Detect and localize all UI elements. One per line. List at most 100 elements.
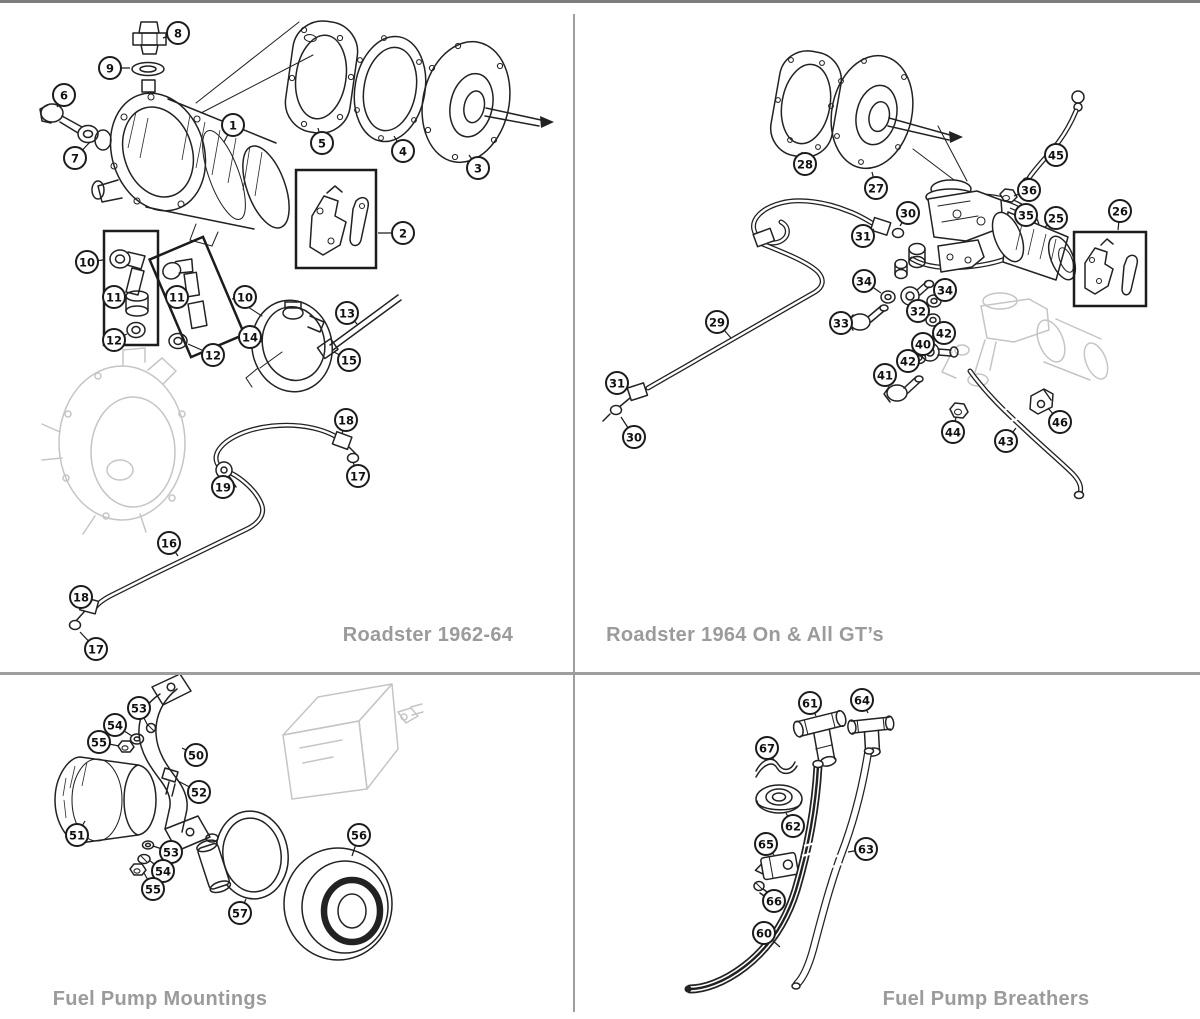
section-label-fuel-pump-breathers: Fuel Pump Breathers — [882, 988, 1090, 1010]
callout-number: 42 — [900, 355, 916, 369]
callout-balloon — [221, 113, 245, 137]
q1-alignment-line-1 — [195, 21, 300, 104]
q3-bolt-52-drawing — [161, 767, 179, 797]
callout-balloon — [238, 325, 262, 349]
callout-29: 29 — [705, 310, 732, 339]
callout-60: 60 — [752, 921, 781, 948]
q1-bracket-box-2-drawing — [294, 168, 378, 270]
q4-grommet-62-drawing — [755, 784, 803, 814]
callout-balloon — [605, 371, 629, 395]
callout-19: 19 — [211, 475, 235, 499]
callout-balloon — [184, 743, 208, 767]
horizontal-divider — [0, 672, 1200, 675]
vertical-divider — [573, 14, 575, 1012]
callout-balloon — [211, 475, 235, 499]
callout-balloon — [201, 343, 225, 367]
callout-balloon — [994, 429, 1018, 453]
callout-number: 45 — [1048, 149, 1064, 163]
callout-balloon — [850, 688, 874, 712]
callout-balloon — [1014, 203, 1038, 227]
callout-number: 54 — [107, 719, 123, 733]
callout-balloon — [87, 730, 111, 754]
callout-balloon — [854, 837, 878, 861]
callout-balloon — [1108, 199, 1132, 223]
callout-balloon — [103, 713, 127, 737]
callout-64: 64 — [850, 688, 874, 714]
callout-56: 56 — [347, 823, 371, 857]
callout-8: 8 — [162, 21, 190, 45]
callout-number: 1 — [229, 119, 237, 133]
callout-number: 42 — [936, 327, 952, 341]
callout-number: 31 — [855, 230, 871, 244]
callout-number: 13 — [339, 307, 355, 321]
q2-fuel-pump-1964-drawing — [894, 179, 1077, 281]
q4-breather-hose-63-drawing — [791, 747, 875, 990]
callout-number: 57 — [232, 907, 248, 921]
callout-balloon — [1048, 410, 1072, 434]
callout-63: 63 — [847, 837, 878, 861]
callout-balloon — [781, 814, 805, 838]
callout-65: 65 — [754, 832, 778, 856]
callout-number: 41 — [877, 369, 893, 383]
callout-balloon — [187, 780, 211, 804]
q4-clip-67-drawing — [755, 758, 798, 778]
callout-13: 13 — [335, 301, 359, 326]
callout-balloon — [347, 823, 371, 847]
callout-34: 34 — [852, 269, 882, 294]
callout-9: 9 — [98, 56, 130, 80]
callout-balloon — [52, 83, 76, 107]
callout-number: 36 — [1021, 184, 1037, 198]
callout-number: 53 — [163, 846, 179, 860]
q1-fittings-box-b-drawing — [147, 235, 247, 359]
callout-25: 25 — [1044, 206, 1068, 230]
callout-66: 66 — [762, 889, 786, 913]
q1-inlet-union-drawing — [39, 103, 112, 151]
callout-54: 54 — [148, 859, 175, 883]
callout-number: 5 — [318, 137, 326, 151]
callout-number: 7 — [71, 152, 79, 166]
callout-balloon — [852, 269, 876, 293]
callout-number: 50 — [188, 749, 204, 763]
callout-43: 43 — [994, 427, 1018, 453]
callout-balloon — [166, 21, 190, 45]
section-label-roadster-1964-on: Roadster 1964 On & All GT’s — [606, 624, 884, 646]
callout-15: 15 — [333, 348, 361, 372]
q2-flange-27-drawing — [830, 54, 968, 187]
callout-46: 46 — [1047, 407, 1072, 434]
callout-number: 11 — [106, 291, 122, 305]
callout-4: 4 — [391, 135, 415, 163]
callout-number: 60 — [756, 927, 772, 941]
callout-3: 3 — [466, 154, 490, 180]
callout-number: 17 — [88, 643, 104, 657]
callout-balloon — [851, 224, 875, 248]
callout-42: 42 — [896, 349, 920, 373]
callout-28: 28 — [793, 151, 817, 176]
callout-14: 14 — [238, 325, 263, 349]
callout-number: 29 — [709, 316, 725, 330]
q1-gasket-5-drawing — [284, 20, 359, 134]
callout-27: 27 — [864, 171, 888, 200]
callout-42: 42 — [932, 321, 956, 345]
section-label-fuel-pump-mountings: Fuel Pump Mountings — [52, 988, 268, 1010]
callout-45: 45 — [1044, 143, 1068, 167]
callout-number: 61 — [802, 697, 818, 711]
q1-alignment-line-2 — [200, 54, 314, 114]
callout-balloon — [941, 420, 965, 444]
callout-balloon — [466, 156, 490, 180]
callout-balloon — [829, 311, 853, 335]
callout-number: 35 — [1018, 209, 1034, 223]
callout-number: 11 — [169, 291, 185, 305]
callout-number: 26 — [1112, 205, 1128, 219]
callout-number: 16 — [161, 537, 177, 551]
callout-balloon — [932, 321, 956, 345]
callout-62: 62 — [781, 812, 805, 838]
callout-number: 52 — [191, 786, 207, 800]
callout-number: 65 — [758, 838, 774, 852]
callout-number: 12 — [205, 349, 221, 363]
callout-34: 34 — [933, 278, 957, 302]
callout-55: 55 — [87, 730, 120, 754]
callout-number: 33 — [833, 317, 849, 331]
callout-57: 57 — [228, 898, 252, 925]
callout-61: 61 — [798, 691, 822, 717]
q3-ghost-control-box-drawing — [282, 683, 424, 800]
